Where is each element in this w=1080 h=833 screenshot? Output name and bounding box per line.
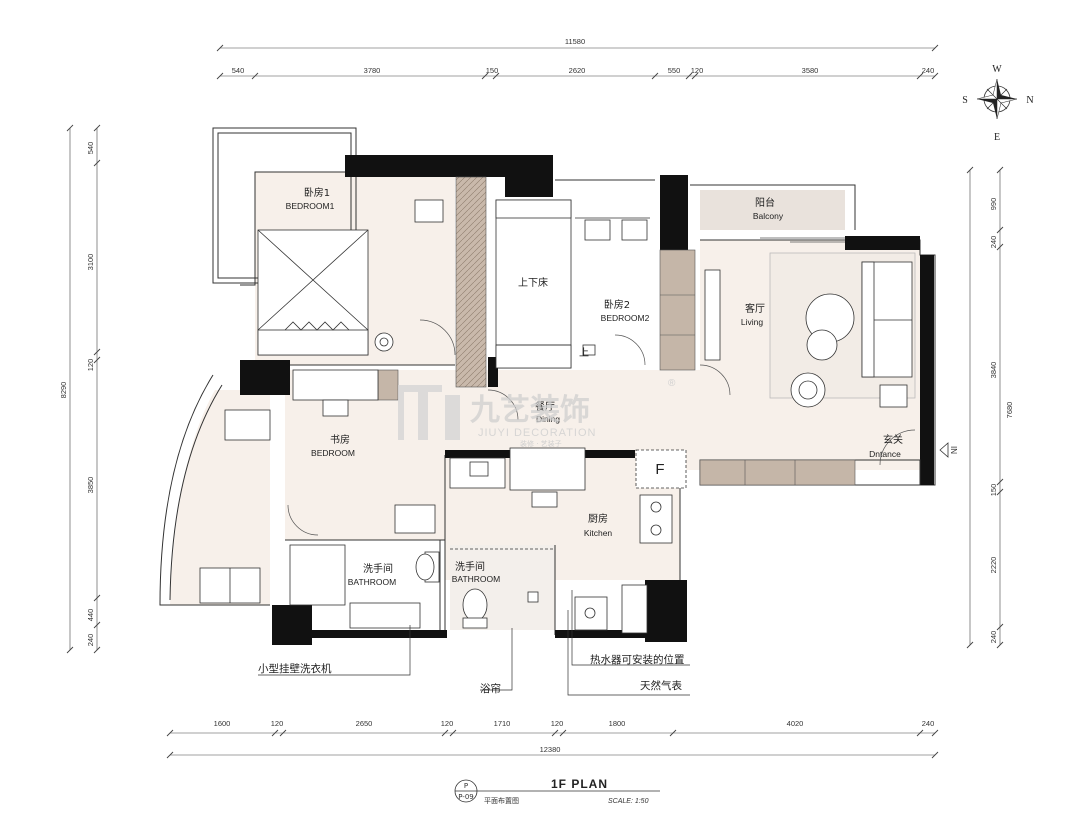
annotation-heater: 热水器可安装的位置 xyxy=(590,653,685,666)
dim-top-8: 240 xyxy=(922,66,935,75)
dim-bottom-3: 2650 xyxy=(356,719,373,728)
watermark-sub: 装修 · 艺装子 xyxy=(520,439,562,448)
badge-bottom: P-09 xyxy=(458,793,474,801)
room-label-balcony-en: Balcony xyxy=(753,211,784,221)
annotation-leaders xyxy=(258,590,690,696)
dim-top-4: 2620 xyxy=(569,66,586,75)
room-label-kitchen-en: Kitchen xyxy=(584,528,613,538)
dim-top-6: 120 xyxy=(691,66,704,75)
fridge-label: F xyxy=(655,461,664,478)
dim-right-total: 7680 xyxy=(1005,402,1014,419)
dim-bottom-5: 1710 xyxy=(494,719,511,728)
compass-e: E xyxy=(994,132,1000,143)
bed-bedroom1 xyxy=(257,199,444,356)
dim-left-1: 540 xyxy=(86,142,95,155)
dim-left-5: 440 xyxy=(86,609,95,622)
wardrobes xyxy=(377,176,856,486)
plan-scale: SCALE: 1:50 xyxy=(608,798,649,805)
dim-top-2: 3780 xyxy=(364,66,381,75)
dim-bottom-9: 240 xyxy=(922,719,935,728)
dim-left-2: 3100 xyxy=(86,254,95,271)
dim-left-total: 8290 xyxy=(59,382,68,399)
stair-up-mark: 上 xyxy=(579,347,589,359)
room-label-bath2: 洗手间 xyxy=(455,560,485,573)
dim-bottom-7: 1800 xyxy=(609,719,626,728)
room-label-kitchen: 厨房 xyxy=(588,512,608,525)
dining-kitchen-furniture xyxy=(449,447,687,634)
room-label-bath1-en: BATHROOM xyxy=(348,577,396,587)
dim-bottom-1: 1600 xyxy=(214,719,231,728)
room-label-living: 客厅 xyxy=(745,302,765,315)
room-label-entrance-en: Dntance xyxy=(869,449,901,459)
room-label-bath1: 洗手间 xyxy=(363,562,393,575)
compass-rose-icon xyxy=(976,78,1018,120)
room-label-bedroom2: 卧房2 xyxy=(604,298,630,311)
dim-top-total: 11580 xyxy=(565,37,585,46)
dim-top-7: 3580 xyxy=(802,66,819,75)
annotation-gas: 天然气表 xyxy=(640,679,682,692)
dim-bottom-4: 120 xyxy=(441,719,454,728)
bunk-bed xyxy=(495,199,650,369)
room-label-bath2-en: BATHROOM xyxy=(452,574,500,584)
room-label-living-en: Living xyxy=(741,317,763,327)
room-label-balcony: 阳台 xyxy=(755,196,775,209)
dim-top-3: 150 xyxy=(486,66,499,75)
plan-subtitle: 平面布置图 xyxy=(484,796,519,805)
room-label-bedroom2-en: BEDROOM2 xyxy=(601,313,650,323)
room-label-bedroom1-en: BEDROOM1 xyxy=(286,201,335,211)
watermark-reg: ® xyxy=(668,378,676,389)
plan-title: 1F PLAN xyxy=(551,777,608,791)
dim-right-2: 240 xyxy=(989,236,998,249)
room-label-dining-en: Dining xyxy=(536,414,560,424)
annotation-washer: 小型挂壁洗衣机 xyxy=(258,662,332,675)
dimension-ticks xyxy=(66,44,1004,759)
dim-top-1: 540 xyxy=(232,66,245,75)
room-label-study-en: BEDROOM xyxy=(311,448,355,458)
watermark-text: 九艺装饰 xyxy=(470,393,590,428)
dim-left-3: 120 xyxy=(86,359,95,372)
study-bath-furniture xyxy=(199,369,555,629)
dim-right-5: 2220 xyxy=(989,557,998,574)
dim-right-6: 240 xyxy=(989,631,998,644)
dim-bottom-6: 120 xyxy=(551,719,564,728)
watermark-en: JIUYI DECORATION xyxy=(478,427,596,439)
dim-bottom-2: 120 xyxy=(271,719,284,728)
watermark-logo: 九艺装饰 JIUYI DECORATION 装修 · 艺装子 ® xyxy=(398,378,676,448)
room-label-bedroom1: 卧房1 xyxy=(304,186,330,199)
room-label-dining: 餐厅 xyxy=(535,400,555,413)
room-label-entrance: 玄关 xyxy=(883,433,903,446)
entry-arrow-icon: IN xyxy=(939,442,958,458)
compass-w: W xyxy=(992,64,1002,75)
entry-label: IN xyxy=(949,446,958,454)
dim-right-1: 990 xyxy=(989,198,998,211)
dim-right-3: 3840 xyxy=(989,362,998,379)
badge-top: P xyxy=(464,782,468,790)
dim-top-5: 550 xyxy=(668,66,681,75)
door-swings xyxy=(287,237,916,536)
room-label-study: 书房 xyxy=(330,433,350,446)
dim-bottom-8: 4020 xyxy=(787,719,804,728)
dim-right-4: 150 xyxy=(989,484,998,497)
dim-bottom-total: 12380 xyxy=(540,745,561,754)
room-label-bunk: 上下床 xyxy=(518,276,548,289)
dimension-lines xyxy=(69,47,1001,756)
title-block: P P-09 1F PLAN 平面布置图 SCALE: 1:50 xyxy=(454,777,660,805)
compass-s: S xyxy=(962,95,968,106)
living-furniture xyxy=(704,252,916,408)
compass-n: N xyxy=(1026,95,1033,106)
annotation-curtain: 浴帘 xyxy=(480,682,501,695)
dim-left-6: 240 xyxy=(86,634,95,647)
dim-left-4: 3850 xyxy=(86,477,95,494)
